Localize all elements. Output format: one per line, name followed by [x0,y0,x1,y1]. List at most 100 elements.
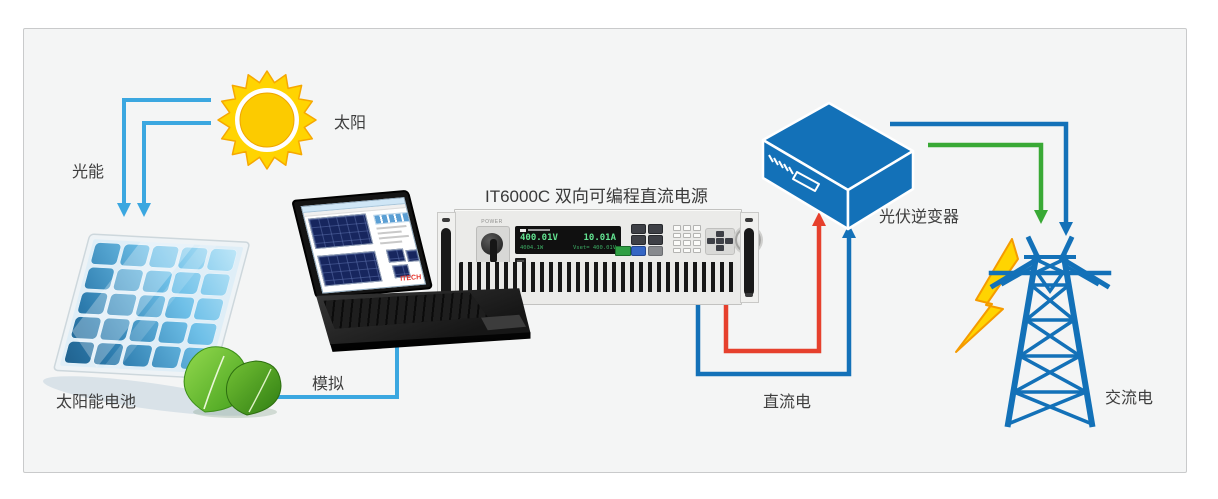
solar-cell [64,341,95,365]
solar-cell [128,319,160,343]
power-switch-label: POWER [481,219,503,225]
usb-port-icon [515,258,526,265]
solar-cell [113,268,144,292]
label-dc-power: 直流电 [763,394,812,411]
keypad-key[interactable] [673,225,681,231]
function-button[interactable] [631,235,646,245]
solar-cell [157,320,189,345]
arrow-right-key[interactable] [725,238,733,244]
inverter-slot [792,171,820,192]
keypad-key[interactable] [683,225,691,231]
software-chart [317,250,383,287]
software-field [376,225,407,230]
solar-cell [164,296,195,320]
itech-logo: ITECH [399,274,423,283]
light-energy-arrows [117,98,211,217]
power-lever-icon [490,239,497,263]
instrument-front-panel: POWER 400.01V 10.01A 4004.1W Vset= 400.0… [454,209,761,305]
simulation-cable [236,340,399,399]
software-mini-chart [405,248,424,263]
solar-cells-grid [64,242,237,371]
arrowhead-down-icon [117,203,131,217]
laptop-screen: ITECH [291,189,434,300]
rack-handle-icon [744,228,754,296]
software-mini-chart [385,248,407,263]
solar-panel-shine [102,244,217,369]
keypad-key[interactable] [673,232,681,238]
keypad-key[interactable] [683,247,691,253]
display-main-readout: 400.01V 10.01A [520,234,616,243]
numeric-keypad [673,225,703,255]
keypad-key[interactable] [673,247,681,253]
rack-ear-left [437,212,456,303]
solar-cell [90,242,122,266]
arrowhead-up-icon [812,212,826,226]
control-software-window: ITECH [300,197,427,294]
enter-key[interactable] [716,238,724,244]
label-sun: 太阳 [334,115,367,132]
solar-cell [70,316,102,340]
keypad-key[interactable] [693,225,701,231]
function-button[interactable] [648,235,663,245]
laptop-touchpad [481,314,526,331]
ac-line-blue [890,121,1069,222]
power-tower-icon [988,235,1112,428]
function-button[interactable] [648,224,663,234]
keypad-key[interactable] [683,232,691,238]
solar-cell [93,342,124,366]
function-button[interactable] [631,224,646,234]
leaves-icon [183,346,282,418]
label-ac-power: 交流电 [1105,390,1154,407]
current-readout: 10.01A [583,233,616,243]
solar-cell [200,273,231,297]
label-simulate: 模拟 [312,376,345,393]
ac-line-green [928,142,1044,210]
inverter-side-face [846,149,915,231]
inverter-vents [768,154,794,175]
sun-icon [217,70,317,170]
solar-cell [99,317,131,342]
software-field [379,240,403,245]
arrow-down-key[interactable] [716,245,724,251]
function-button[interactable] [648,246,663,256]
software-digital-readout [373,211,412,225]
keypad-key[interactable] [673,240,681,246]
voltage-readout: 400.01V [520,233,558,243]
solar-cell [122,344,153,368]
brand-line [528,229,550,231]
label-light-energy: 光能 [72,164,105,181]
arrowhead-down-icon [137,203,151,217]
keypad-key[interactable] [693,240,701,246]
on-off-button[interactable] [631,246,646,256]
laptop-base [310,284,535,354]
power-readout: 4004.1W [520,245,544,251]
keypad-key[interactable] [693,232,701,238]
solar-cell [106,293,137,317]
keypad-key[interactable] [693,247,701,253]
rack-ear-right [740,212,759,303]
screw-icon [745,218,753,222]
dc-lines [695,212,856,377]
solar-cell [151,345,182,369]
power-switch[interactable] [476,226,510,266]
solar-cell [177,246,208,271]
arrow-up-key[interactable] [716,231,724,237]
screw-icon [442,218,450,222]
display-sub-readout: 4004.1W Vset= 400.01V [520,245,616,251]
display-brand-mark [520,228,616,232]
solar-cell [84,266,115,291]
ac-lines [890,121,1073,236]
rack-handle-icon [441,228,451,296]
ventilation-grille [459,262,737,292]
brand-block [520,228,526,232]
light-energy-arrow-1 [122,98,211,203]
solar-cell [148,245,180,269]
arrow-left-key[interactable] [707,238,715,244]
light-energy-arrow-2 [142,121,211,203]
software-field [378,234,410,240]
arrowhead-down-icon [1034,210,1048,224]
solar-cell [206,248,237,272]
keypad-key[interactable] [683,240,691,246]
solar-cell [135,294,166,318]
